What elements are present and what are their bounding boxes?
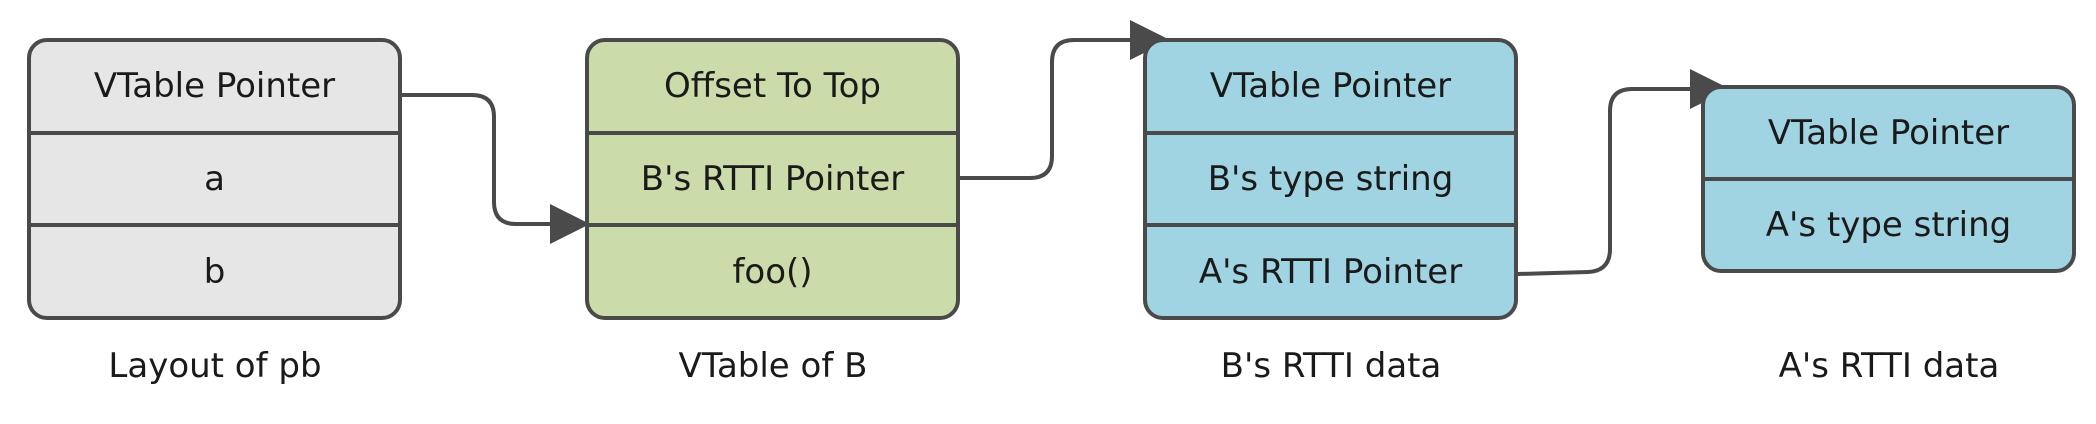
layout-pb-caption: Layout of pb [108, 346, 322, 386]
arrow-b-rtti-to-a-rtti [1517, 69, 1730, 276]
vtable-b-box: Offset To Top B's RTTI Pointer foo() [585, 38, 960, 320]
b-rtti-vtable-pointer-cell: VTable Pointer [1209, 66, 1452, 107]
a-rtti-caption: A's RTTI data [1778, 346, 2000, 386]
pb-field-b-cell: b [31, 223, 398, 316]
b-type-string-cell: B's type string [1147, 130, 1514, 224]
a-type-string-cell: A's type string [1705, 177, 2072, 269]
b-rtti-pointer-cell: B's RTTI Pointer [589, 130, 956, 224]
a-rtti-pointer-cell: A's RTTI Pointer [1147, 223, 1514, 316]
foo-method-cell: foo() [589, 223, 956, 316]
layout-pb-box: VTable Pointer a b [27, 38, 402, 320]
a-rtti-vtable-pointer-cell: VTable Pointer [1767, 113, 2010, 153]
vtable-b-caption: VTable of B [678, 346, 868, 386]
pb-field-a-cell: a [31, 130, 398, 224]
b-rtti-caption: B's RTTI data [1220, 346, 1442, 386]
arrow-pb-to-vtable [402, 93, 590, 244]
pb-vtable-pointer-cell: VTable Pointer [93, 66, 336, 107]
offset-to-top-cell: Offset To Top [664, 66, 881, 107]
b-rtti-box: VTable Pointer B's type string A's RTTI … [1143, 38, 1518, 320]
arrow-vtable-to-b-rtti [960, 20, 1170, 180]
a-rtti-box: VTable Pointer A's type string [1701, 85, 2076, 273]
